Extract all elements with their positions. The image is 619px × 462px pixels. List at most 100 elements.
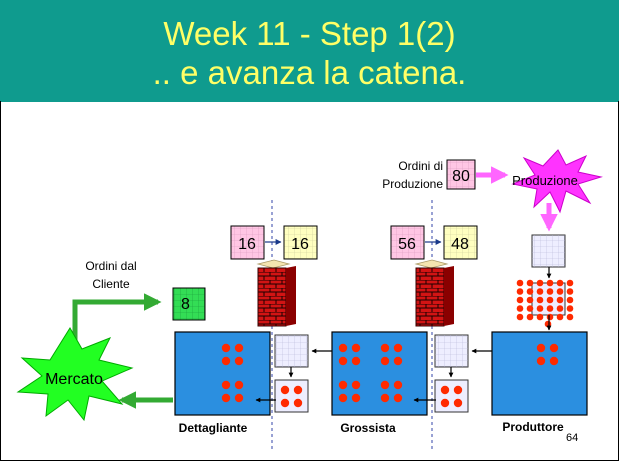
inventory-dot (566, 313, 574, 321)
inventory-dot (453, 385, 463, 395)
produzione-burst: Produzione (511, 149, 603, 214)
inventory-dot (280, 398, 290, 408)
inventory-dot (556, 305, 564, 312)
inventory-dot (536, 305, 544, 312)
inventory-dot (546, 305, 554, 312)
inventory-dot (566, 296, 574, 304)
customer-order-arrow (72, 293, 162, 350)
firewall-icon (256, 259, 296, 327)
firewall-icon (414, 259, 454, 327)
inventory-dot (526, 279, 534, 287)
wholesale-outgoing-order-box: 56 (390, 225, 425, 260)
ordini-cliente-label-line2: Cliente (92, 277, 130, 291)
inventory-dot (221, 393, 231, 403)
title-bar: Week 11 - Step 1(2) .. e avanza la caten… (0, 0, 619, 102)
inventory-dot (516, 313, 524, 321)
inventory-dot (380, 393, 390, 403)
inventory-dot (221, 356, 231, 366)
svg-text:48: 48 (451, 236, 469, 253)
wholesale-incoming-order-box: 16 (283, 225, 318, 260)
inventory-dot (393, 356, 403, 366)
inventory-dot (234, 380, 244, 390)
svg-text:Mercato: Mercato (45, 371, 103, 388)
inventory-dot (380, 356, 390, 366)
inventory-dot (536, 279, 544, 287)
inventory-dot (566, 279, 574, 287)
inventory-dot (546, 313, 554, 321)
burst-icon (511, 149, 603, 214)
inventory-dot (536, 296, 544, 304)
inventory-dot (549, 356, 559, 366)
inventory-dot (351, 343, 361, 353)
inventory-dot (338, 356, 348, 366)
inventory-dot (380, 343, 390, 353)
inventory-dot (546, 296, 554, 304)
inventory-dot (536, 343, 546, 353)
svg-text:80: 80 (452, 168, 470, 185)
inventory-dot (221, 380, 231, 390)
inventory-dot (536, 313, 544, 321)
inventory-dot (526, 288, 534, 295)
inventory-dot (440, 398, 450, 408)
inventory-dot (566, 288, 574, 295)
ordini-cliente-label-line1: Ordini dal (85, 259, 136, 273)
customer-order-box: 8 (172, 287, 206, 321)
svg-text:8: 8 (181, 296, 190, 313)
inventory-dot (556, 296, 564, 304)
slide-title-line-2: .. e avanza la catena. (152, 54, 467, 91)
inventory-dot (280, 385, 290, 395)
production-order-box: 80 (446, 159, 476, 190)
inventory-dot (556, 288, 564, 295)
inventory-dot (351, 393, 361, 403)
dettagliante-label: Dettagliante (179, 421, 248, 435)
slide-title-line-1: Week 11 - Step 1(2) (163, 15, 456, 52)
produttore-label: Produttore (502, 420, 564, 434)
inventory-dot (234, 393, 244, 403)
grossista-label: Grossista (340, 421, 396, 435)
inventory-dot (526, 305, 534, 312)
ordini-produzione-label-line1: Ordini di (398, 159, 443, 173)
inventory-dot (549, 343, 559, 353)
svg-text:16: 16 (291, 236, 309, 253)
inventory-dot (351, 380, 361, 390)
inventory-dot (234, 356, 244, 366)
stock-dots (221, 343, 559, 403)
inventory-dot (338, 393, 348, 403)
svg-text:16: 16 (238, 236, 256, 253)
inventory-dot (544, 320, 552, 328)
inventory-dot (546, 279, 554, 287)
inventory-dot (556, 279, 564, 287)
svg-text:Produzione: Produzione (512, 173, 578, 188)
wholesale-stock-box (331, 331, 428, 416)
inventory-dot (536, 356, 546, 366)
transit-slot-wholesale-bottom (434, 379, 469, 413)
ordini-produzione-label-line2: Produzione (382, 177, 443, 191)
inventory-dot (221, 343, 231, 353)
inventory-dot (293, 385, 303, 395)
inventory-dot (536, 288, 544, 295)
inventory-dot (393, 343, 403, 353)
mercato-burst: Mercato (16, 327, 134, 422)
inventory-dot (516, 279, 524, 287)
inventory-dot (546, 288, 554, 295)
producer-incoming-order-box: 48 (443, 225, 478, 260)
inventory-dot (393, 380, 403, 390)
inventory-dot (516, 288, 524, 295)
svg-text:56: 56 (398, 236, 416, 253)
inventory-dot (556, 313, 564, 321)
page-number: 64 (566, 432, 578, 444)
inventory-dot (393, 393, 403, 403)
burst-icon (16, 327, 134, 422)
inventory-dot (516, 305, 524, 312)
transit-dots (280, 385, 463, 408)
retail-outgoing-order-box: 16 (230, 225, 265, 260)
inventory-dot (351, 356, 361, 366)
producer-pipeline-dots (516, 279, 574, 328)
inventory-dot (566, 305, 574, 312)
inventory-dot (453, 398, 463, 408)
inventory-dot (440, 385, 450, 395)
inventory-dot (338, 380, 348, 390)
inventory-dot (234, 343, 244, 353)
inventory-dot (380, 380, 390, 390)
